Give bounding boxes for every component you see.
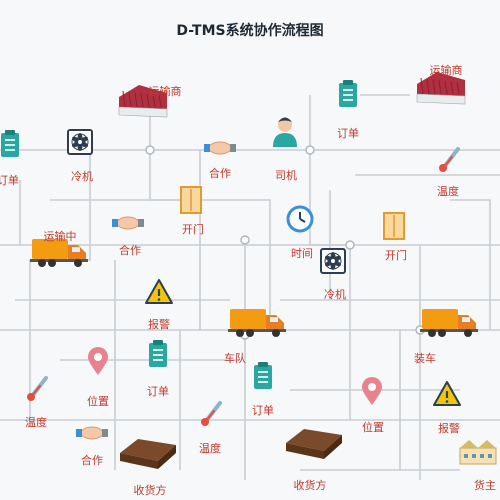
node-label-temp-2: 温度 xyxy=(25,416,47,429)
junction-dot xyxy=(240,235,250,245)
warning-icon xyxy=(145,279,173,304)
node-label-loading: 装车 xyxy=(414,352,436,365)
node-label-driver: 司机 xyxy=(275,169,297,182)
junction-dot xyxy=(345,240,355,250)
connector-lines xyxy=(0,94,500,480)
pin-icon xyxy=(362,377,382,405)
order-icon xyxy=(1,130,19,157)
node-label-receiver-2: 收货方 xyxy=(293,479,327,492)
handshake-icon xyxy=(112,216,144,230)
thermometer-icon xyxy=(27,376,48,401)
node-label-coop-1: 合作 xyxy=(209,167,231,180)
node-label-time: 时间 xyxy=(291,247,313,260)
clock-icon xyxy=(286,205,314,233)
handshake-icon xyxy=(204,141,236,155)
node-label-receiver-1: 收货方 xyxy=(133,484,167,497)
node-label-order-3: 订单 xyxy=(147,385,169,398)
node-label-fan-1: 冷机 xyxy=(71,170,93,183)
thermometer-icon xyxy=(439,147,460,172)
fan-icon xyxy=(320,248,346,274)
factory-icon xyxy=(459,440,497,465)
node-label-door-2: 开门 xyxy=(385,249,407,262)
node-label-pos-1: 位置 xyxy=(87,395,109,408)
depot-icon xyxy=(286,429,342,459)
truck-icon xyxy=(420,309,478,337)
node-label-fan-2: 冷机 xyxy=(324,288,346,301)
connector-line xyxy=(29,150,91,420)
node-label-shipper: 货主 xyxy=(474,479,496,492)
node-label-coop-2: 合作 xyxy=(119,244,141,257)
node-label-carrier-2: 运输商 xyxy=(429,64,463,77)
node-label-order-4: 订单 xyxy=(252,404,274,417)
node-label-carrier-1: 运输商 xyxy=(148,85,182,98)
door-icon xyxy=(180,186,202,214)
order-icon xyxy=(254,362,272,389)
fan-icon xyxy=(67,129,93,155)
node-label-pos-2: 位置 xyxy=(362,421,384,434)
node-label-transit: 运输中 xyxy=(43,230,77,243)
connector-line xyxy=(149,115,271,330)
handshake-icon xyxy=(76,426,108,440)
warehouse-icon xyxy=(416,72,466,105)
node-label-alarm-2: 报警 xyxy=(438,422,460,435)
truck-icon xyxy=(228,309,286,337)
pin-icon xyxy=(88,347,108,375)
node-label-order-1: 订单 xyxy=(0,174,19,187)
node-label-alarm-1: 报警 xyxy=(148,318,170,331)
door-icon xyxy=(383,212,405,240)
node-label-coop-3: 合作 xyxy=(81,454,103,467)
depot-icon xyxy=(120,439,176,469)
warehouse-icon xyxy=(118,85,168,118)
node-label-door-1: 开门 xyxy=(182,223,204,236)
node-label-fleet: 车队 xyxy=(224,352,246,365)
thermometer-icon xyxy=(201,401,222,426)
junction-dot xyxy=(145,145,155,155)
junction-dot xyxy=(305,145,315,155)
node-label-temp-3: 温度 xyxy=(199,442,221,455)
truck-icon xyxy=(30,239,88,267)
connector-line xyxy=(450,199,491,330)
node-label-order-2: 订单 xyxy=(337,127,359,140)
person-icon xyxy=(273,117,297,147)
node-label-temp-1: 温度 xyxy=(437,185,459,198)
order-icon xyxy=(339,80,357,107)
warning-icon xyxy=(433,381,461,406)
order-icon xyxy=(149,340,167,367)
page-title: D-TMS系统协作流程图 xyxy=(176,23,324,39)
